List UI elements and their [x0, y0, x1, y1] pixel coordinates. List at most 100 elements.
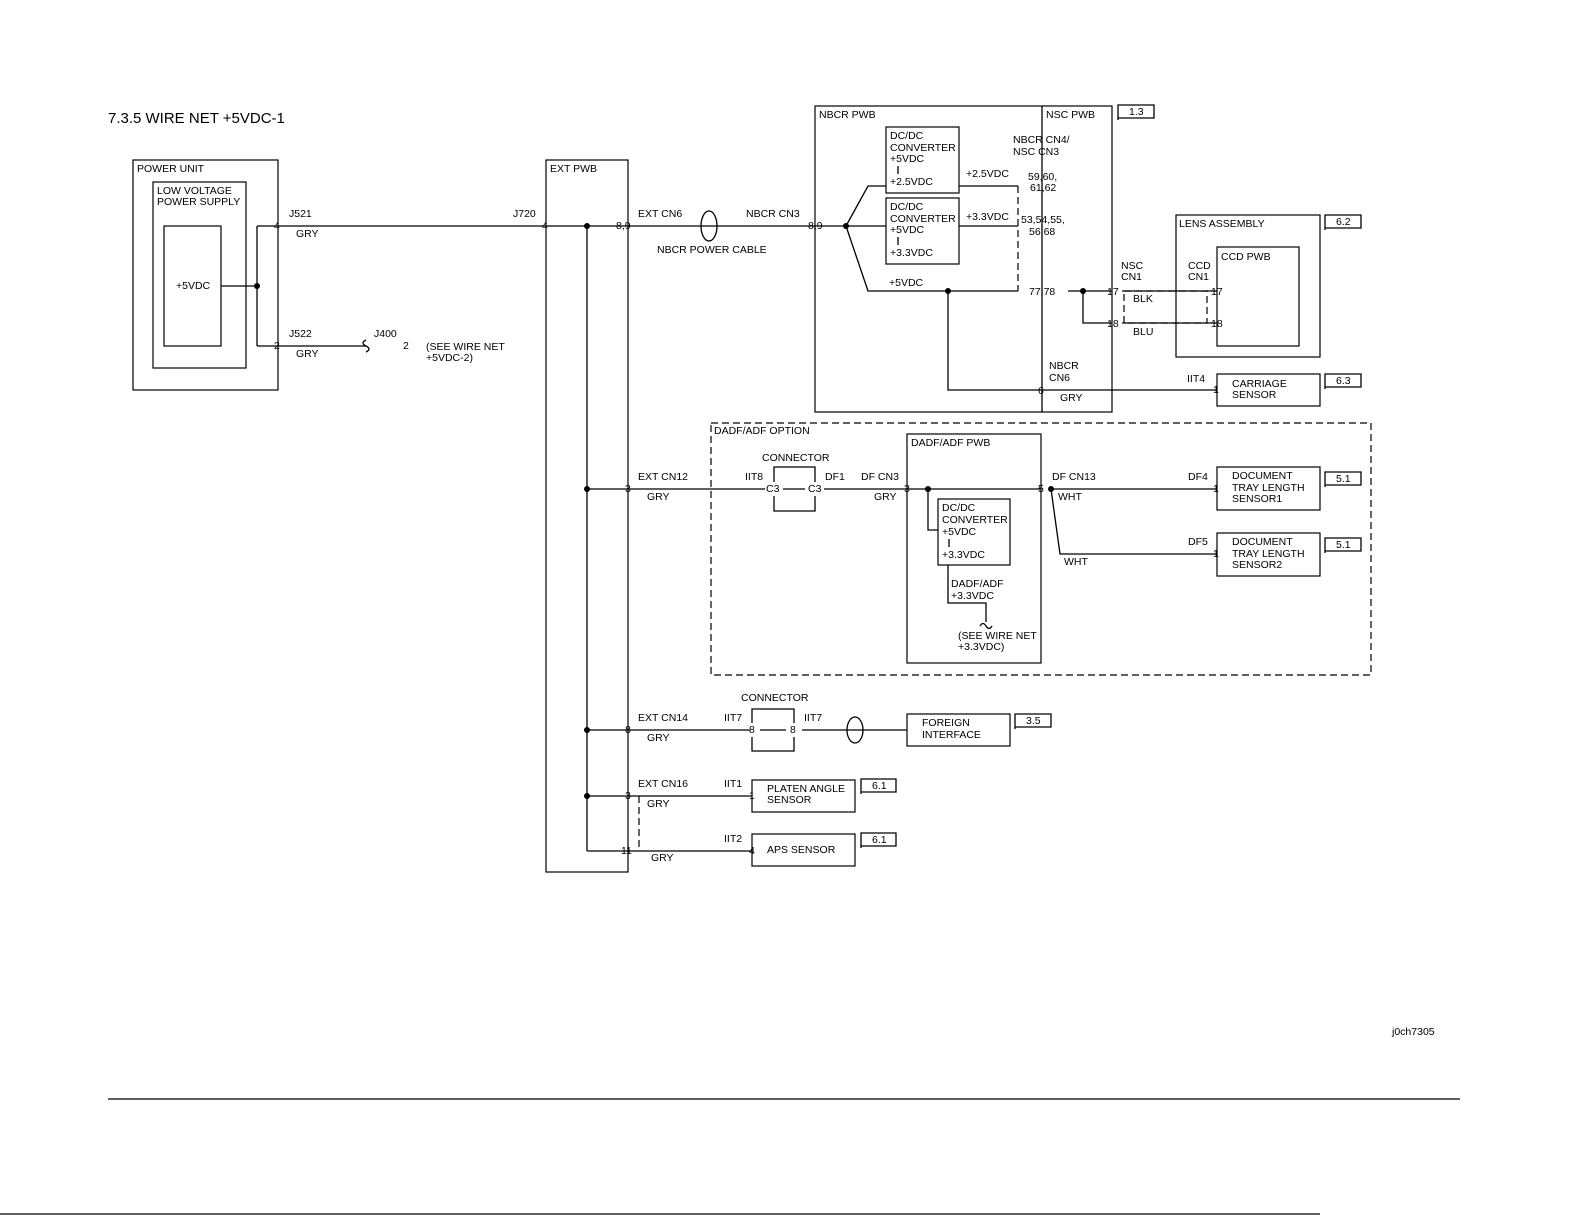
rail-3v3: +3.3VDC	[966, 211, 1009, 223]
dcdc-a-l2: CONVERTER	[890, 142, 956, 154]
nbcr-pwb-label: NBCR PWB	[819, 109, 876, 121]
pin-4-j720: 4	[542, 220, 548, 232]
iit4-label: IIT4	[1187, 373, 1205, 385]
foreign-interface-group: EXT CN14 GRY CONNECTOR IIT7 IIT7 8 8 FOR…	[628, 692, 1052, 752]
nbcr-cn6-2: CN6	[1049, 372, 1070, 384]
connector-label-1: CONNECTOR	[762, 452, 830, 464]
ref-carriage: 6.3	[1336, 375, 1351, 387]
ext-cn12-label: EXT CN12	[638, 471, 688, 483]
nbcr-pwb-block: NBCR PWB NSC PWB 1.3 DC/DC CONVERTER +5V…	[814, 104, 1155, 413]
blk-label: BLK	[1133, 293, 1153, 305]
page-title: 7.3.5 WIRE NET +5VDC-1	[108, 110, 285, 127]
dcdc-c-l3: +5VDC	[942, 526, 977, 538]
df1-label: DF1	[825, 471, 845, 483]
ccd-pwb-label: CCD PWB	[1221, 251, 1271, 263]
pin-18-ccd: 18	[1211, 318, 1223, 330]
platen-angle-l1: PLATEN ANGLE	[767, 783, 845, 795]
wht-2: WHT	[1064, 556, 1088, 568]
ext-cn14-label: EXT CN14	[638, 712, 688, 724]
pin-8-conn-right: 8	[790, 724, 796, 736]
doc-tray-2-l2: TRAY LENGTH	[1232, 548, 1305, 560]
foreign-interface-l2: INTERFACE	[922, 729, 981, 741]
iit8-label: IIT8	[745, 471, 763, 483]
ref-lens: 6.2	[1336, 216, 1351, 228]
gry-carriage: GRY	[1060, 392, 1083, 404]
wire-nbcr-power-cable: EXT CN6 NBCR CN3 NBCR POWER CABLE 8,9	[628, 208, 846, 256]
see-5vdc2-1: (SEE WIRE NET	[426, 341, 505, 353]
dadf-rail-2: +3.3VDC	[951, 590, 994, 602]
wire-nsc-ccd: BLK BLU CCD CN1	[1068, 260, 1217, 338]
carriage-sensor-l2: SENSOR	[1232, 389, 1277, 401]
platen-aps-group: EXT CN16 GRY IIT1 1 PLATEN ANGLE SENSOR …	[628, 778, 897, 867]
pin-18-nsc: 18	[1107, 318, 1119, 330]
doc-tray-1-l2: TRAY LENGTH	[1232, 482, 1305, 494]
nbcr-cn4-1: NBCR CN4/	[1013, 134, 1070, 146]
rail-5v: +5VDC	[889, 277, 924, 289]
ccd-cn1-2: CN1	[1188, 271, 1209, 283]
df-cn13-label: DF CN13	[1052, 471, 1096, 483]
pin-1-df5: 1	[1213, 548, 1219, 560]
ccd-cn1-1: CCD	[1188, 260, 1211, 272]
dcdc-b-l1: DC/DC	[890, 201, 924, 213]
iit7-left: IIT7	[724, 712, 742, 724]
gry-ext-cn12: GRY	[647, 491, 670, 503]
dcdc-b-l2: CONVERTER	[890, 213, 956, 225]
wire-j522-j400: J522 GRY J400 2 (SEE WIRE NET +5VDC-2)	[285, 328, 505, 364]
gry-df-cn3: GRY	[874, 491, 897, 503]
nbcr-power-cable-label: NBCR POWER CABLE	[657, 244, 767, 256]
j400-label: J400	[374, 328, 397, 340]
pin-11-ext-cn16: 11	[621, 845, 632, 857]
ref-platen: 6.1	[872, 780, 887, 792]
connector-label-2: CONNECTOR	[741, 692, 809, 704]
gry-j522: GRY	[296, 348, 319, 360]
df-cn3-label: DF CN3	[861, 471, 899, 483]
gry-j521: GRY	[296, 228, 319, 240]
pins-2v5-2: 61,62	[1030, 182, 1056, 194]
ext-cn16-label: EXT CN16	[638, 778, 688, 790]
pin-8-conn-left: 8	[749, 724, 755, 736]
lvps-label-2: POWER SUPPLY	[157, 196, 240, 208]
nbcr-cn4-2: NSC CN3	[1013, 146, 1059, 158]
see-5vdc2-2: +5VDC-2)	[426, 352, 473, 364]
pins-3v3-2: 56,68	[1029, 226, 1055, 238]
see-33vdc-2: +3.3VDC)	[958, 641, 1004, 653]
dadf-pwb-label: DADF/ADF PWB	[911, 437, 990, 449]
gry-ext-cn16: GRY	[647, 798, 670, 810]
wht-1: WHT	[1058, 491, 1082, 503]
lvps-label-1: LOW VOLTAGE	[157, 185, 232, 197]
dcdc-a-l1: DC/DC	[890, 130, 924, 142]
ref-foreign: 3.5	[1026, 715, 1041, 727]
wire-j521-j720: J521 GRY J720 4	[285, 208, 548, 240]
ref-doc2: 5.1	[1336, 539, 1351, 551]
dcdc-c-l4: +3.3VDC	[942, 549, 985, 561]
j720-label: J720	[513, 208, 536, 220]
ext-pwb-block: EXT PWB 8,9 3 8 3 11	[545, 159, 632, 873]
doc-tray-2-l1: DOCUMENT	[1232, 536, 1293, 548]
iit2-label: IIT2	[724, 833, 742, 845]
pin-5-df-cn13: 5	[1038, 483, 1044, 495]
iit7-right: IIT7	[804, 712, 822, 724]
nsc-cn1-2: CN1	[1121, 271, 1142, 283]
pin-17-ccd: 17	[1211, 286, 1223, 298]
nsc-cn1-1: NSC	[1121, 260, 1144, 272]
power-unit-block: POWER UNIT LOW VOLTAGE POWER SUPPLY +5VD…	[132, 159, 285, 391]
j521-label: J521	[289, 208, 312, 220]
carriage-sensor-group: GRY IIT4 1 CARRIAGE SENSOR 6.3	[1042, 373, 1362, 407]
ext-pwb-label: EXT PWB	[550, 163, 597, 175]
pins-3v3-1: 53,54,55,	[1021, 214, 1065, 226]
pins-5v: 77,78	[1029, 286, 1055, 298]
lens-assembly-label: LENS ASSEMBLY	[1179, 218, 1265, 230]
figure-id: j0ch7305	[1391, 1026, 1435, 1038]
df4-label: DF4	[1188, 471, 1208, 483]
pins-2v5-1: 59,60,	[1028, 171, 1057, 183]
lens-assembly-block: LENS ASSEMBLY CCD PWB 17 18 6.2	[1175, 214, 1362, 358]
dcdc-a-l4: +2.5VDC	[890, 176, 933, 188]
platen-angle-l2: SENSOR	[767, 794, 812, 806]
dcdc-b-l3: +5VDC	[890, 224, 925, 236]
c3-left: C3	[766, 483, 780, 495]
power-unit-label: POWER UNIT	[137, 163, 205, 175]
df5-label: DF5	[1188, 536, 1208, 548]
pin-1-df4: 1	[1213, 483, 1219, 495]
pin-89-ext: 8,9	[616, 220, 631, 232]
